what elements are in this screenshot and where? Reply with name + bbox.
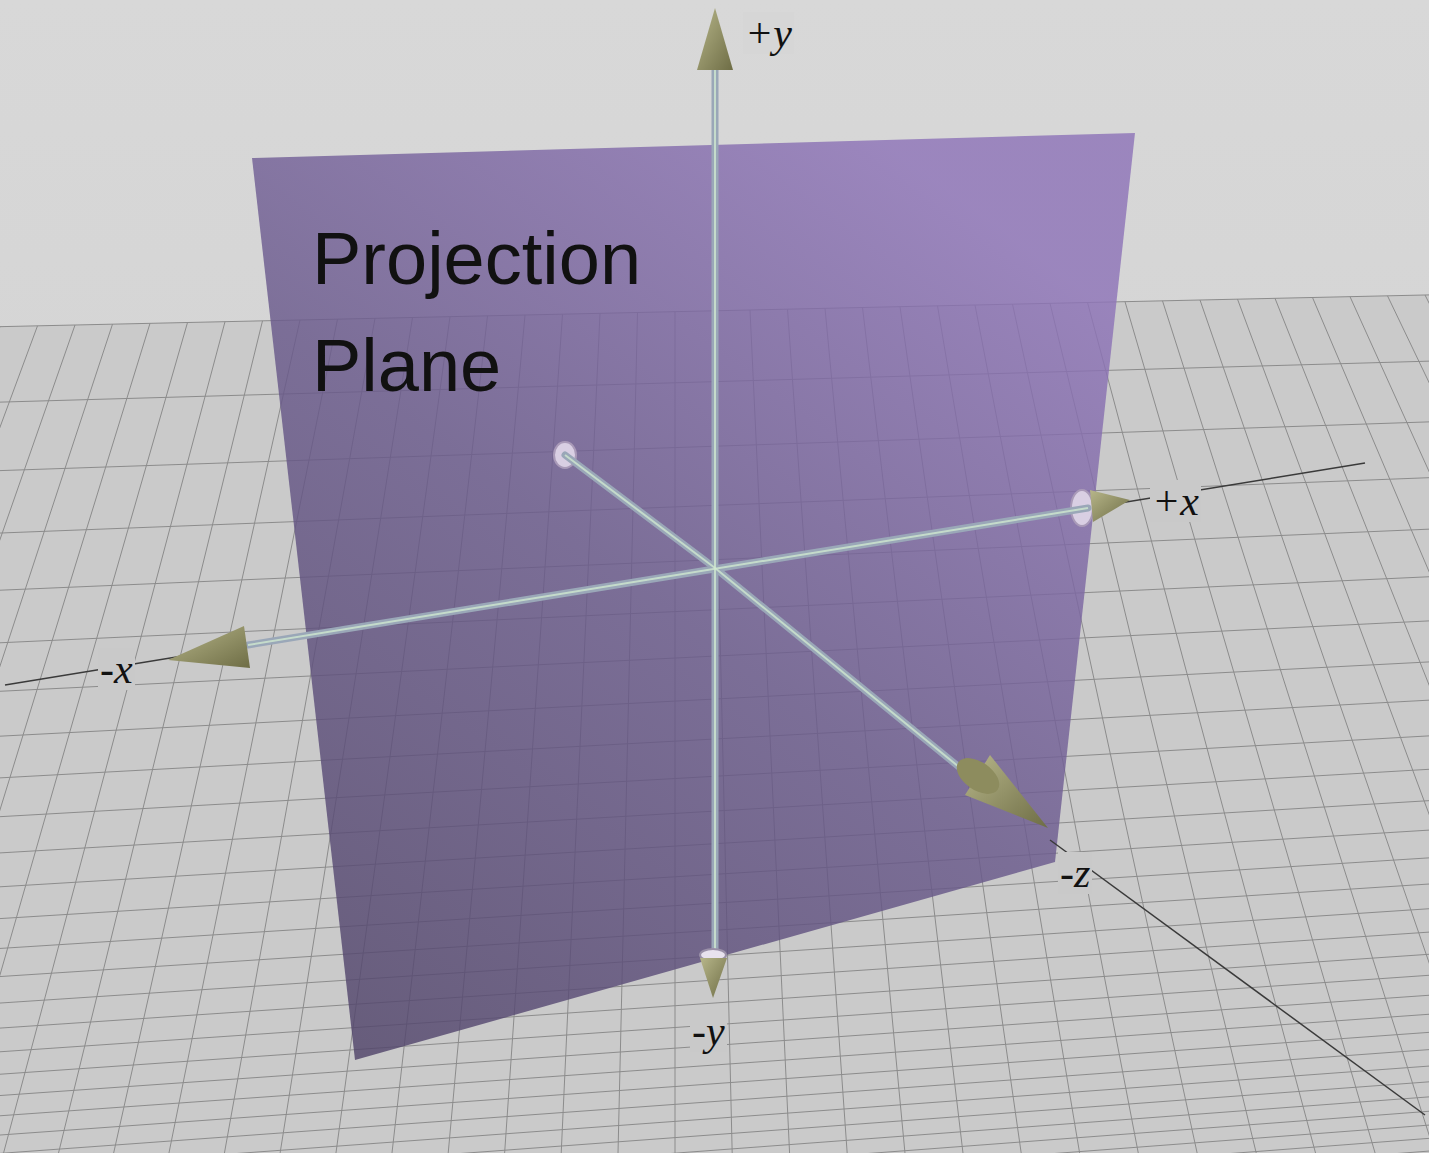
grid-line	[0, 948, 1429, 1132]
grid-line	[0, 1068, 1429, 1153]
axis-highlight	[714, 62, 716, 960]
plane-title: Projection Plane	[312, 205, 712, 420]
arrowhead	[700, 958, 727, 998]
axis-label: -y	[690, 1010, 727, 1052]
axis-label: +y	[743, 12, 794, 54]
grid-line	[0, 1081, 1429, 1153]
floor-axis-line	[1050, 840, 1425, 1115]
grid-line	[0, 321, 263, 1153]
grid-line	[0, 1144, 1429, 1153]
grid-line	[1125, 302, 1425, 1153]
axis-label: -z	[1058, 852, 1092, 894]
grid-line	[0, 323, 188, 1153]
grid-line	[0, 1056, 1429, 1153]
grid-line	[0, 326, 38, 1153]
grid-line	[50, 320, 300, 1153]
plane-fill	[252, 133, 1135, 1060]
arrowhead	[168, 626, 250, 668]
arrowhead	[697, 8, 733, 70]
floor-axis-line	[5, 463, 1365, 685]
grid-line	[0, 1104, 1429, 1153]
axis-label: +x	[1150, 480, 1201, 522]
grid-line	[0, 325, 75, 1153]
projection-plane: Projection Plane	[252, 133, 1135, 1060]
axis-highlight	[565, 455, 715, 568]
grid-line	[1200, 300, 1429, 1153]
grid-line	[0, 324, 113, 1153]
grid-line	[0, 1125, 1429, 1153]
grid-line	[0, 322, 225, 1153]
arrowhead-base	[950, 751, 1005, 801]
axis-shaft	[565, 455, 715, 568]
grid-line	[1088, 303, 1363, 1153]
axis-shaft	[715, 568, 975, 780]
grid-line	[0, 1114, 1429, 1153]
grid-line	[1425, 295, 1429, 1153]
axis-shafts	[248, 62, 1088, 960]
grid-line	[1163, 301, 1429, 1153]
axis-highlight	[248, 508, 1088, 645]
grid-line	[0, 323, 150, 1153]
arrowhead	[1090, 490, 1130, 522]
axis-highlight	[715, 568, 975, 780]
axis-label: -x	[98, 648, 135, 690]
axis-shaft	[712, 62, 719, 960]
grid-line	[0, 999, 1429, 1153]
grid-line	[1313, 298, 1429, 1153]
grid-line	[0, 930, 1429, 1110]
grid-line	[1350, 297, 1429, 1153]
grid-line	[0, 983, 1429, 1153]
grid-line	[1388, 296, 1429, 1153]
